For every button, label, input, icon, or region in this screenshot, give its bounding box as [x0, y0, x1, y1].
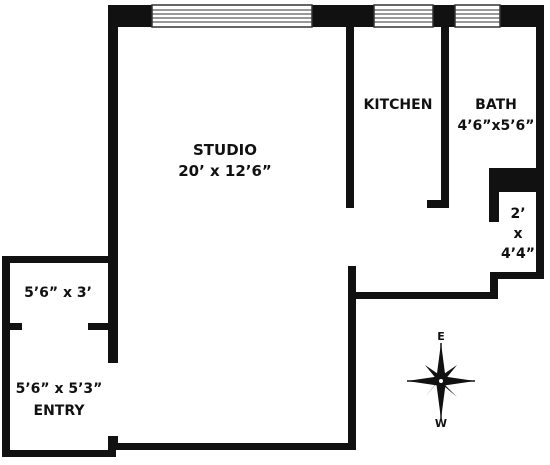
wall-closet-bottom [497, 272, 544, 279]
wall-entry-stub-left [8, 323, 22, 330]
entry-label: ENTRY [33, 403, 85, 419]
wall-hall-bottom [348, 292, 498, 299]
wall-top-mid [312, 5, 374, 27]
wall-kitchen-stub [427, 200, 449, 208]
wall-entry-left [2, 256, 10, 457]
studio-label: STUDIO [193, 141, 257, 159]
studio-dimensions: 20’ x 12’6” [178, 162, 272, 180]
window-kitchen [373, 4, 434, 28]
wall-hall-corner [490, 272, 498, 299]
foyer-dimensions: 5’6” x 3’ [24, 285, 92, 301]
wall-top-right [500, 5, 544, 27]
compass-east-label: E [437, 330, 445, 343]
wall-studio-left-lower [108, 436, 118, 448]
wall-entry-stub-right [88, 323, 110, 330]
closet-by: x [513, 226, 523, 242]
bath-dimensions: 4’6”x5’6” [457, 118, 535, 134]
window-bath [454, 4, 501, 28]
wall-closet-left [489, 168, 499, 222]
compass-west-label: W [434, 417, 448, 430]
wall-entry-top [2, 256, 116, 263]
wall-bottom [108, 443, 356, 450]
walls [2, 5, 544, 457]
compass-rose-icon [407, 343, 475, 419]
wall-studio-right-lower [348, 266, 356, 450]
wall-kitchen-left [346, 22, 354, 208]
wall-kitchen-bath [441, 22, 449, 208]
wall-top-left [108, 5, 152, 27]
wall-right [536, 5, 544, 279]
kitchen-label: KITCHEN [363, 97, 433, 113]
bath-label: BATH [475, 97, 517, 113]
entry-dimensions: 5’6” x 5’3” [15, 381, 103, 397]
closet-height: 4’4” [500, 246, 535, 262]
window-left [151, 4, 313, 28]
wall-top-kitchen-bath [433, 5, 455, 27]
wall-entry-bottom [2, 450, 116, 457]
wall-studio-left [108, 5, 118, 363]
closet-width: 2’ [510, 206, 526, 222]
